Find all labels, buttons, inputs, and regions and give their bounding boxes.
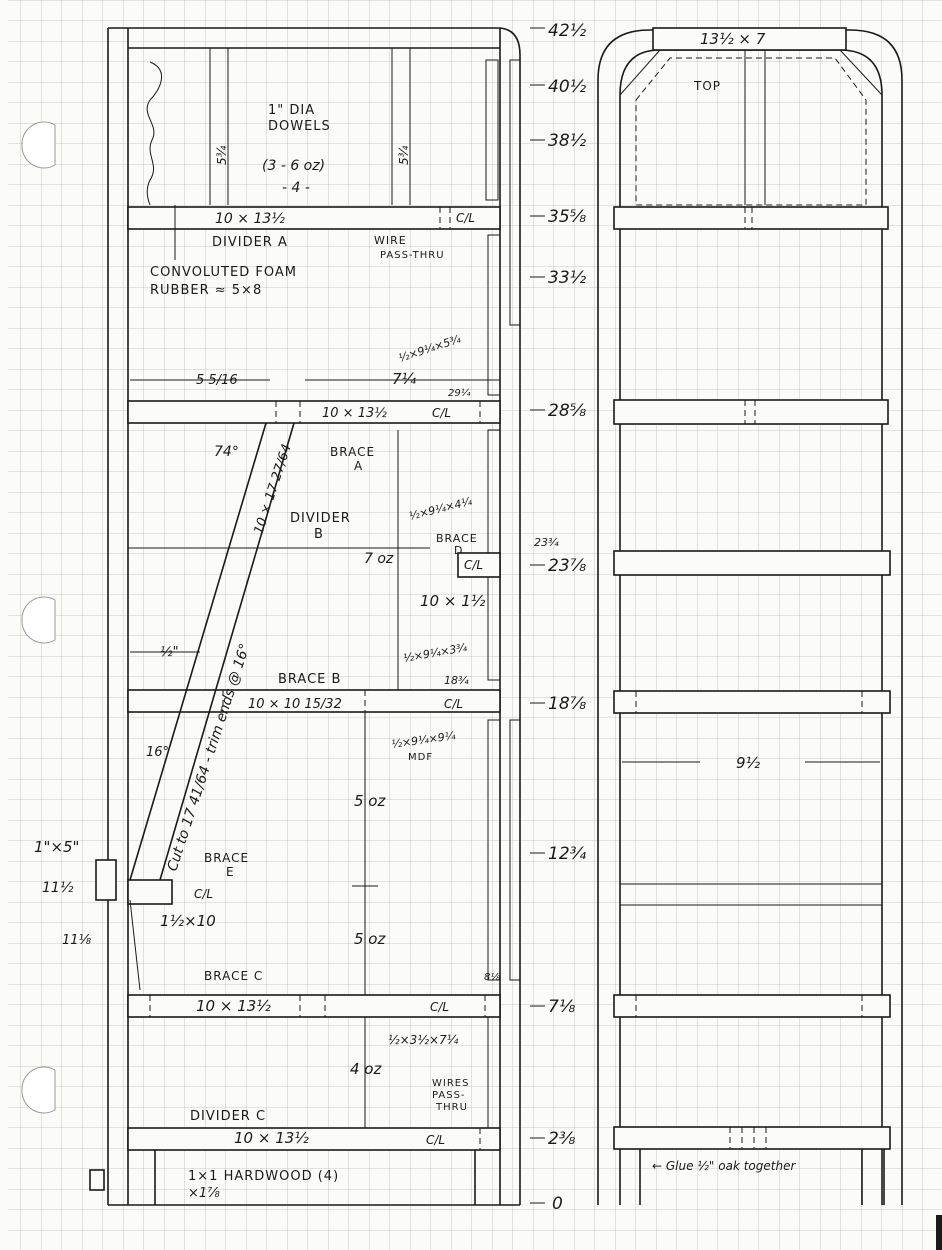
dowel-quantity: (3 - 6 oz) xyxy=(262,158,325,174)
weight-5oz-b: 5 oz xyxy=(354,930,386,948)
divider-a-label: DIVIDER A xyxy=(212,235,288,250)
binder-holes xyxy=(21,121,56,1114)
cl-mark-1: C/L xyxy=(456,211,475,225)
mdf-label: MDF xyxy=(408,752,433,763)
wires-label-2: PASS- xyxy=(432,1090,466,1101)
dim-7-1-4: 7¼ xyxy=(392,370,417,388)
brace-a-label-2: A xyxy=(354,459,363,473)
board-28-58-dim: 10 × 13½ xyxy=(322,406,387,421)
height-38-5: 38½ xyxy=(548,131,587,151)
side-labels: 13½ × 7 TOP 9½ ← Glue ½" oak together xyxy=(652,30,796,1173)
side-elevation xyxy=(597,27,903,1205)
block-1x5: 1"×5" xyxy=(34,838,79,856)
dowel-count: - 4 - xyxy=(282,180,310,196)
board-b-dim: 10 × 10 15/32 xyxy=(248,697,342,712)
dowel-dim-left: 5¾ xyxy=(215,145,229,165)
dim-29-1-4: 29¼ xyxy=(448,387,471,399)
brace-d-label-2: D xyxy=(454,544,463,557)
wires-label-3: THRU xyxy=(435,1102,468,1113)
dim-5-5-16: 5 5/16 xyxy=(196,373,238,388)
height-0: 0 xyxy=(552,1194,563,1214)
graph-paper-grid xyxy=(8,0,942,1250)
side-top-label: TOP xyxy=(693,79,721,93)
dim-half-inch: ½" xyxy=(160,645,179,660)
dim-18-3-4: 18¾ xyxy=(444,674,469,687)
panel-bottom-dim: ½×3½×7¼ xyxy=(388,1033,459,1047)
dowels-label: 1" DIA xyxy=(268,103,315,118)
brace-e-label-2: E xyxy=(226,865,235,879)
legs-label-2: ×1⅞ xyxy=(188,1186,220,1201)
height-ticks xyxy=(530,27,545,1204)
height-labels: 42½ 40½ 38½ 35⅝ 33½ 28⅝ 23⅞ 18⅞ 12¾ 7⅛ 2… xyxy=(548,21,587,1214)
height-28-58: 28⅝ xyxy=(548,401,587,421)
angle-16: 16° xyxy=(146,745,169,760)
glue-note: ← Glue ½" oak together xyxy=(652,1159,796,1173)
brace-d-label: BRACE xyxy=(436,532,478,545)
height-12-34: 12¾ xyxy=(548,844,587,864)
brace-c-label: BRACE C xyxy=(204,969,263,983)
divider-b-label-2: B xyxy=(314,527,324,542)
height-7-18: 7⅛ xyxy=(548,997,576,1017)
weight-4oz: 4 oz xyxy=(350,1060,382,1078)
height-42-5: 42½ xyxy=(548,21,587,41)
front-elevation xyxy=(89,27,521,1206)
cl-mark-brace-d: C/L xyxy=(464,558,483,572)
dim-11-1-8: 11⅛ xyxy=(62,933,92,948)
page-edge-mark xyxy=(936,1215,942,1250)
wire-pass-label: WIRE xyxy=(374,234,407,247)
height-23-78: 23⅞ xyxy=(548,556,587,576)
height-2-38: 2⅜ xyxy=(548,1129,576,1149)
board-e-dim: 1½×10 xyxy=(160,912,216,930)
dowel-dim-right: 5¾ xyxy=(397,145,411,165)
height-40-5: 40½ xyxy=(548,77,587,97)
height-33-5: 33½ xyxy=(548,268,587,288)
board-c-dim: 10 × 13½ xyxy=(196,997,271,1015)
dim-23-3-4: 23¾ xyxy=(534,536,559,549)
brace-e-label: BRACE xyxy=(204,851,249,865)
board-d-dim: 10 × 1½ xyxy=(420,592,486,610)
dim-8-1-8: 8⅛ xyxy=(484,972,500,983)
cl-mark-3: C/L xyxy=(444,697,463,711)
brace-b-label: BRACE B xyxy=(278,672,341,687)
divider-c-label: DIVIDER C xyxy=(190,1109,266,1124)
weight-7oz: 7 oz xyxy=(364,551,394,567)
wire-pass-label-2: PASS-THRU xyxy=(380,250,445,261)
foam-label: CONVOLUTED FOAM xyxy=(150,265,297,280)
height-18-78: 18⅞ xyxy=(548,694,587,714)
cl-mark-4: C/L xyxy=(430,1000,449,1014)
brace-a-label: BRACE xyxy=(330,445,375,459)
foam-label-2: RUBBER ≈ 5×8 xyxy=(150,283,262,298)
height-35-58: 35⅝ xyxy=(548,207,587,227)
wires-label: WIRES xyxy=(432,1078,469,1089)
side-top-dim: 13½ × 7 xyxy=(700,30,766,48)
cl-mark-brace-e: C/L xyxy=(194,887,213,901)
dowels-label-2: DOWELS xyxy=(268,119,331,134)
top-board-dim: 10 × 13½ xyxy=(215,211,285,227)
cl-mark-5: C/L xyxy=(426,1133,445,1147)
divider-b-label: DIVIDER xyxy=(290,511,351,526)
board-bottom-dim: 10 × 13½ xyxy=(234,1129,309,1147)
weight-5oz-a: 5 oz xyxy=(354,792,386,810)
dim-11-1-2: 11½ xyxy=(42,880,74,896)
side-width-dim: 9½ xyxy=(736,754,761,772)
cl-mark-2: C/L xyxy=(432,406,451,420)
angle-74: 74° xyxy=(214,444,239,460)
legs-label: 1×1 HARDWOOD (4) xyxy=(188,1169,339,1184)
